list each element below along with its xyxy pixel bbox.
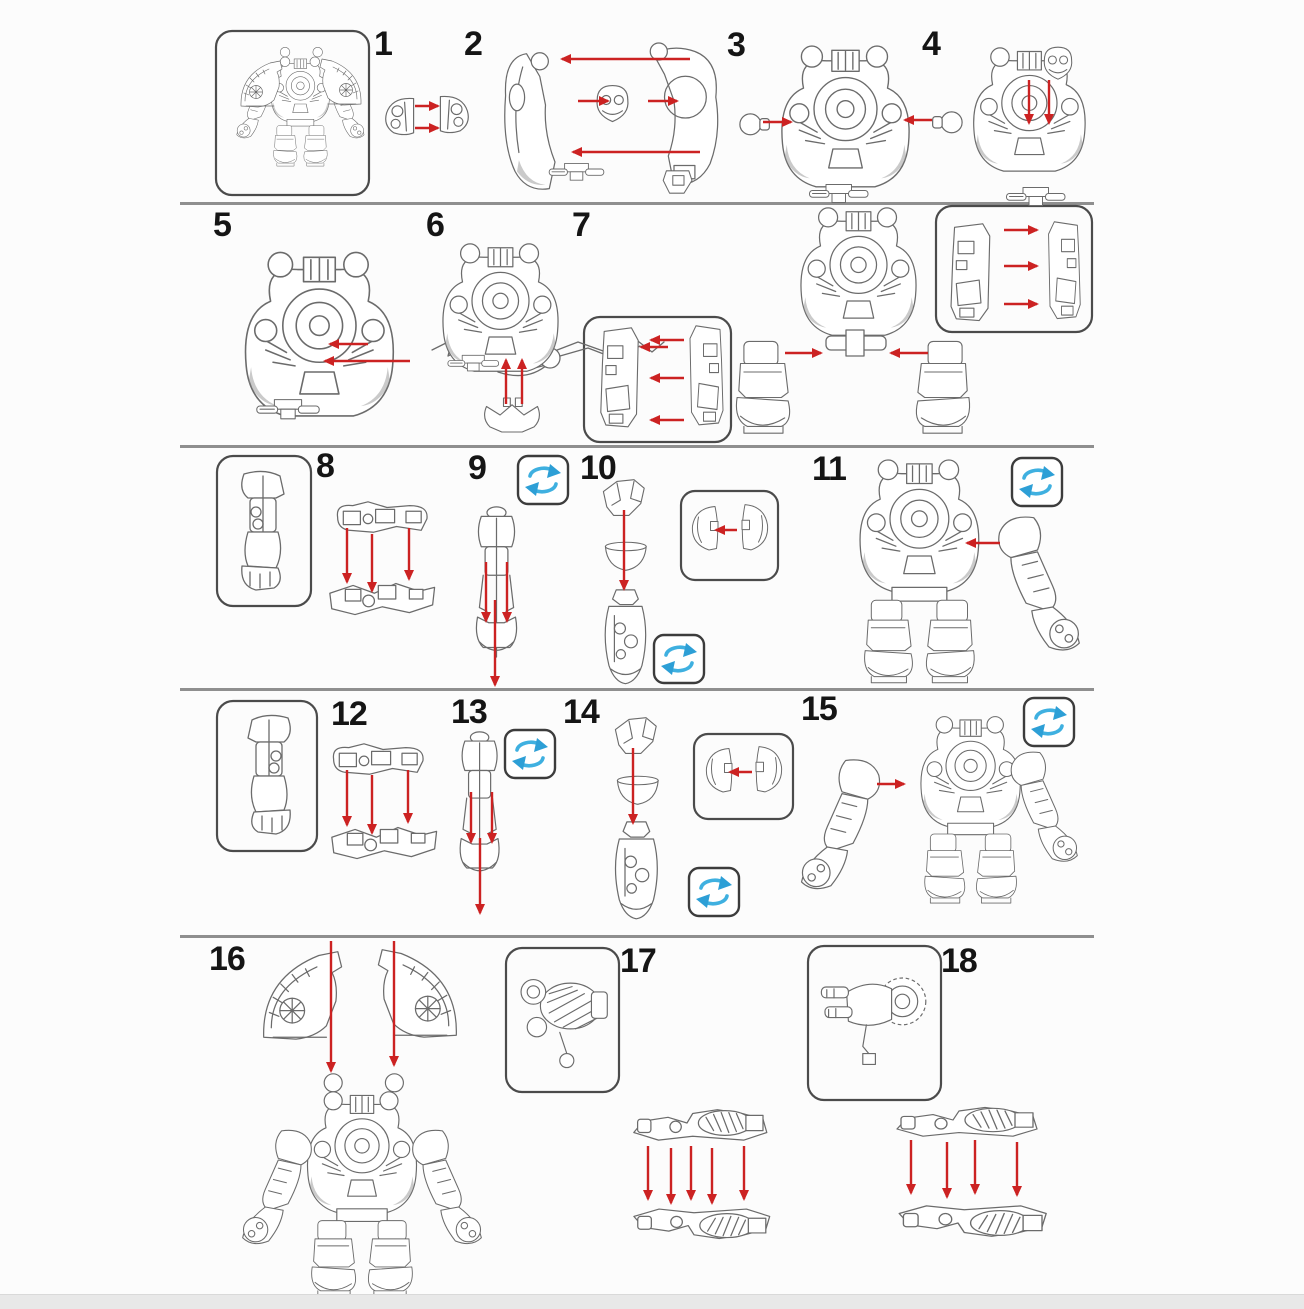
step-8-number: 8 [316,447,335,485]
step-3-number: 3 [727,26,746,64]
step-1-number: 1 [374,25,393,63]
step-5-art [244,251,668,420]
row-dividers [180,202,1094,938]
step-17-number: 17 [620,942,657,980]
step-8-arm-inset-box [215,454,313,608]
step-18-inset-art [820,977,927,1065]
step-8-inset-art [241,470,285,591]
step-2-art [504,42,719,194]
step-14-inset-art [705,746,783,793]
step-13-art [459,731,500,915]
step-13-number: 13 [451,693,488,731]
rotate-icon [687,866,741,918]
step-16-art [243,941,482,1296]
step-6-art [442,243,559,433]
step-18-number: 18 [941,942,978,980]
step-10-number: 10 [580,449,617,487]
step-4-number: 4 [922,25,941,63]
step-18-art [896,1106,1047,1237]
step-1-art [385,95,469,136]
step-17-backpack-inset-box [504,946,621,1094]
step-5-number: 5 [213,206,232,244]
step-7-right-leg-inset-box [934,204,1094,334]
step-12-inset-art [247,714,291,835]
step-11-number: 11 [812,450,847,488]
step-17-inset-art [520,979,608,1069]
rotate-icon [1022,696,1076,748]
step-7-left-leg-inset-box [582,315,733,444]
final-figure-inset-box [214,29,371,197]
step-7-left-inset-art [600,325,724,428]
step-14-shoulder-inset-box [692,732,795,821]
inset-boxes [214,29,1094,1102]
step-14-art [614,717,659,920]
step-10-shoulder-inset-box [679,489,780,582]
step-4-art [973,46,1086,206]
rotate-icon [1010,456,1064,508]
step-18-weapon-inset-box [806,944,943,1102]
step-2-number: 2 [464,25,483,63]
step-12-arm-inset-box [215,699,319,853]
step-15-art [800,717,1078,903]
rotate-icon [503,728,557,780]
final-figure-art [237,47,364,166]
step-17-art [633,1109,771,1240]
step-12-art [331,743,438,860]
step-9-art [475,506,518,687]
step-7-number: 7 [572,206,591,244]
step-9-number: 9 [468,449,487,487]
rotate-icon [516,454,570,506]
step-11-art [860,460,1080,683]
step-15-number: 15 [801,690,838,728]
step-16-number: 16 [209,940,246,978]
step-10-art [602,479,647,685]
bottom-bar [0,1294,1304,1309]
step-7-right-inset-art [950,221,1081,322]
step-7-art [735,207,971,434]
step-14-number: 14 [563,693,600,731]
step-8-art [329,501,436,616]
step-3-art [739,45,963,203]
rotate-icon [652,633,706,685]
step-10-inset-art [691,504,769,551]
step-12-number: 12 [331,695,368,733]
step-6-number: 6 [426,206,445,244]
